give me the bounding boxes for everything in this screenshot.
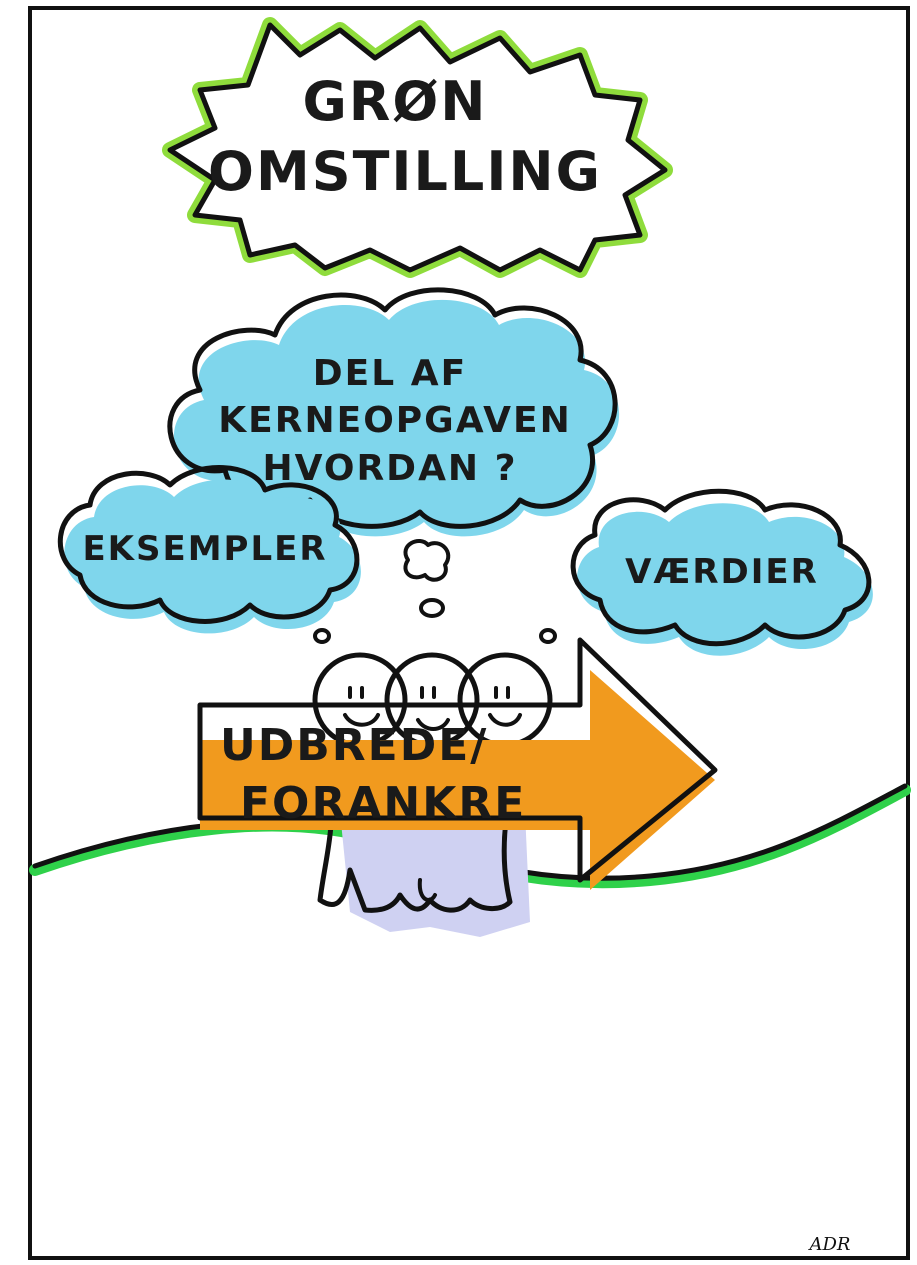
thought-bubbles	[313, 539, 557, 644]
title-line1: GRØN	[302, 70, 487, 133]
title-burst: GRØN OMSTILLING	[162, 17, 673, 278]
main-thought-cloud: DEL AF KERNEOPGAVEN HVORDAN ?	[167, 287, 620, 537]
main-thought-line1: DEL AF	[313, 353, 467, 394]
right-thought-label: VÆRDIER	[625, 552, 819, 592]
main-thought-line3: HVORDAN ?	[263, 448, 518, 489]
right-thought-cloud: VÆRDIER	[570, 488, 873, 656]
arrow-right-icon: UDBREDE/ FORANKRE	[197, 637, 718, 890]
left-thought-label: EKSEMPLER	[82, 529, 327, 569]
arrow-line2: FORANKRE	[240, 778, 526, 829]
signature: ADR	[808, 1234, 851, 1255]
arrow-line1: UDBREDE/	[220, 720, 488, 771]
main-thought-line2: KERNEOPGAVEN	[218, 400, 571, 441]
left-thought-cloud: EKSEMPLER	[57, 465, 361, 634]
title-line2: OMSTILLING	[208, 140, 602, 203]
